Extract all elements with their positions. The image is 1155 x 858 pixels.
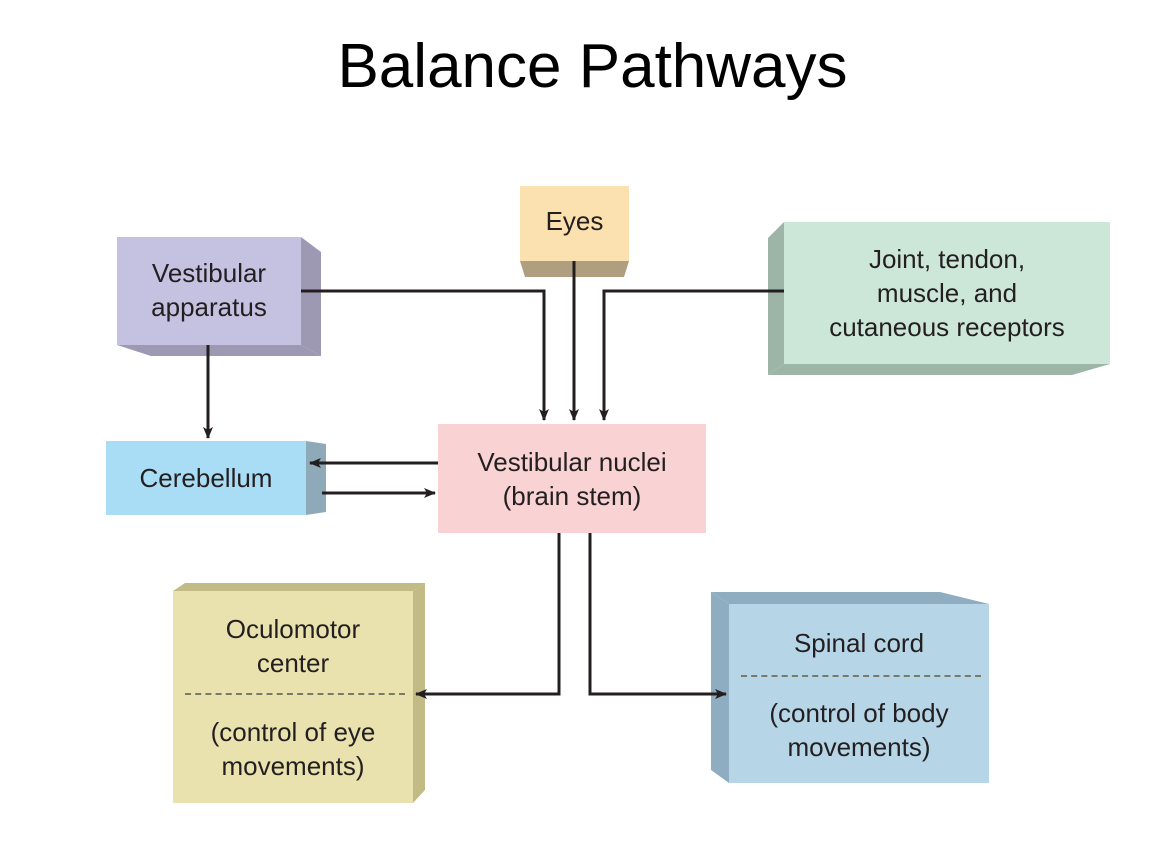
vestibular-apparatus-label: Vestibular apparatus <box>117 256 301 324</box>
vestibular-nuclei-line-1: Vestibular nuclei <box>477 447 667 477</box>
node-cerebellum <box>106 441 326 515</box>
arrow-nuclei-to-spinal-cord <box>588 533 727 699</box>
spinal-cord-line-2: (control of body <box>769 698 949 728</box>
spinal-cord-title: Spinal cord <box>793 628 925 658</box>
node-vestibular-apparatus <box>117 237 321 356</box>
proprioceptors-line-1: Joint, tendon, <box>868 244 1026 274</box>
vestibular-nuclei-label: Vestibular nuclei (brain stem) <box>438 445 706 513</box>
arrow-proprioceptors-to-nuclei <box>599 289 784 421</box>
oculomotor-divider <box>185 693 405 695</box>
oculomotor-line-1: Oculomotor <box>225 614 361 644</box>
proprioceptors-label: Joint, tendon, muscle, and cutaneous rec… <box>784 242 1110 344</box>
node-oculomotor-center <box>173 583 425 803</box>
oculomotor-line-4: movements) <box>221 751 365 781</box>
cerebellum-label: Cerebellum <box>139 463 273 493</box>
eyes-label: Eyes <box>545 206 604 236</box>
node-spinal-cord <box>711 592 989 783</box>
spinal-cord-description: (control of body movements) <box>729 696 989 764</box>
arrow-nuclei-to-oculomotor <box>415 533 561 699</box>
node-proprioceptors <box>768 222 1110 375</box>
page-title: Balance Pathways <box>337 32 848 101</box>
oculomotor-center-description: (control of eye movements) <box>173 715 413 783</box>
vestibular-apparatus-line-2: apparatus <box>151 292 267 322</box>
vestibular-apparatus-line-1: Vestibular <box>151 258 267 288</box>
node-vestibular-nuclei <box>438 424 706 533</box>
vestibular-nuclei-line-2: (brain stem) <box>502 481 642 511</box>
arrow-vestibular-apparatus-to-nuclei <box>301 289 549 421</box>
spinal-cord-line-3: movements) <box>787 732 931 762</box>
oculomotor-line-3: (control of eye <box>210 717 376 747</box>
proprioceptors-line-2: muscle, and <box>876 278 1018 308</box>
proprioceptors-line-3: cutaneous receptors <box>829 312 1065 342</box>
spinal-cord-divider <box>741 675 981 677</box>
oculomotor-center-title: Oculomotor center <box>173 612 413 680</box>
oculomotor-line-2: center <box>256 648 330 678</box>
